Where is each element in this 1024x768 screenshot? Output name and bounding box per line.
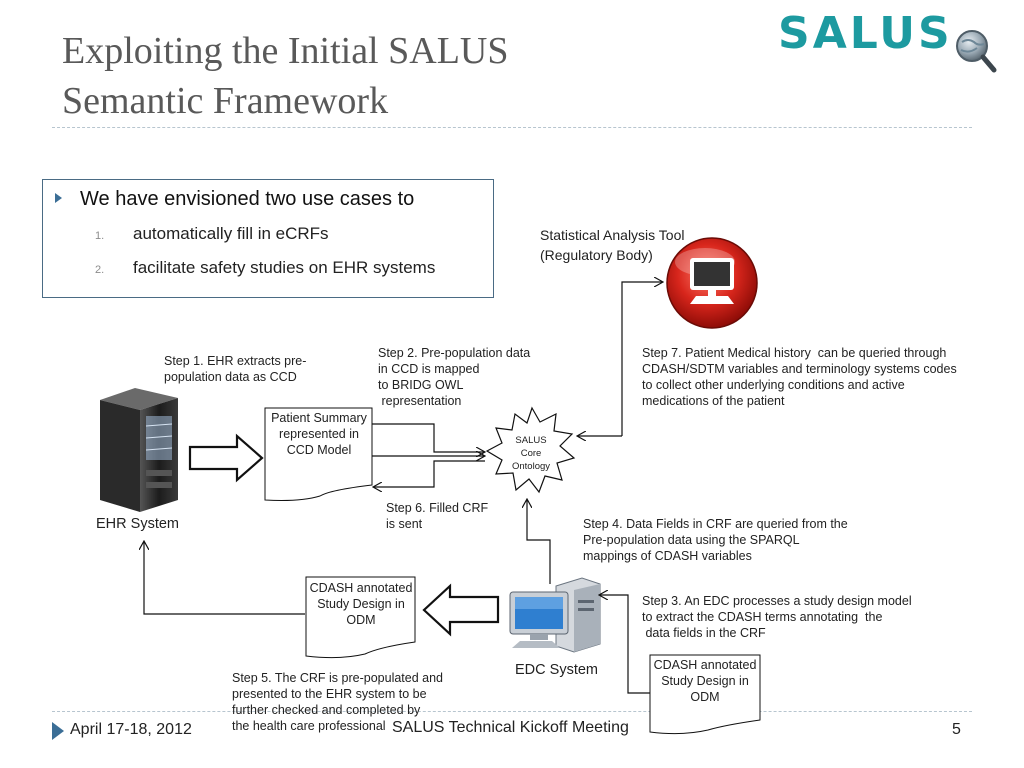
step3-line: to extract the CDASH terms annotating th… [642,610,883,624]
stat-tool-body: (Regulatory Body) [540,247,653,263]
slide-title: Exploiting the Initial SALUS Semantic Fr… [62,26,702,126]
patient-summary-line: Patient Summary [271,411,367,425]
step2-line: representation [378,394,462,408]
cdash-doc-right-line: Study Design in [661,674,749,688]
cdash-doc-left: CDASH annotated Study Design in ODM [307,580,415,628]
step6-line: is sent [386,517,423,531]
monitor-red-circle-icon [666,237,758,329]
cdash-doc-right: CDASH annotated Study Design in ODM [651,657,759,705]
title-line-1: Exploiting the Initial SALUS [62,30,509,72]
globe-magnifier-icon [956,30,997,73]
footer-triangle-icon [52,722,64,740]
ontology-line: Ontology [511,461,551,472]
step3-label: Step 3. An EDC processes a study design … [642,593,912,641]
step5-line: further checked and completed by [232,703,421,717]
bullet-sub-text: automatically fill in eCRFs [133,224,329,243]
title-divider [52,127,972,128]
step6-line: Step 6. Filled CRF [386,501,489,515]
step5-line: Step 5. The CRF is pre-populated and [232,671,444,685]
footer-date: April 17-18, 2012 [70,721,192,738]
computer-icon [509,577,601,653]
step3-line: data fields in the CRF [642,626,766,640]
ontology-starburst-shape [485,406,576,494]
ontology-line: Core [520,448,542,459]
ontology-line: SALUS [515,435,547,446]
hollow-arrow-right-icon [188,433,264,483]
bullet-sub-item: 1. automatically fill in eCRFs [95,224,329,244]
hollow-arrow-left-icon [422,583,500,637]
step7-label: Step 7. Patient Medical history can be q… [642,345,957,409]
step7-line: medications of the patient [642,394,785,408]
footer-divider [52,711,972,712]
ontology-label: SALUS Core Ontology [503,434,559,473]
step4-line: Step 4. Data Fields in CRF are queried f… [583,517,848,531]
step2-line: in CCD is mapped [378,362,480,376]
title-line-2: Semantic Framework [62,80,389,122]
step1-line: population data as CCD [164,370,297,384]
step3-line: Step 3. An EDC processes a study design … [642,594,912,608]
edc-system-label: EDC System [515,662,598,678]
bullet-sub-text: facilitate safety studies on EHR systems [133,258,436,277]
patient-summary-line: represented in [279,427,359,441]
step1-line: Step 1. EHR extracts pre- [164,354,307,368]
step2-line: Step 2. Pre-population data [378,346,531,360]
patient-summary-line: CCD Model [286,443,352,457]
cdash-doc-right-shape [649,654,761,735]
step5-label: Step 5. The CRF is pre-populated and pre… [232,670,443,734]
step2-line: to BRIDG OWL [378,378,464,392]
stat-tool-label: Statistical Analysis Tool (Regulatory Bo… [540,225,684,265]
bullet-main-text: We have envisioned two use cases to [80,188,415,210]
cdash-doc-left-line: ODM [346,613,376,627]
server-icon [100,388,178,512]
cdash-doc-left-line: CDASH annotated [309,581,413,595]
patient-summary-doc: Patient Summary represented in CCD Model [266,410,372,458]
step7-line: Step 7. Patient Medical history can be q… [642,346,947,360]
patient-summary-doc-shape [264,407,373,501]
footer-event: SALUS Technical Kickoff Meeting [390,719,631,737]
step2-label: Step 2. Pre-population data in CCD is ma… [378,345,530,409]
stat-tool-name: Statistical Analysis Tool [540,227,685,243]
cdash-doc-right-line: ODM [690,690,720,704]
bullet-main: We have envisioned two use cases to [55,188,414,211]
bullet-box: We have envisioned two use cases to 1. au… [42,179,494,298]
bullet-triangle-icon [55,192,62,203]
step4-line: mappings of CDASH variables [583,549,752,563]
cdash-doc-left-line: Study Design in [317,597,405,611]
step5-line: presented to the EHR system to be [232,687,427,701]
step1-label: Step 1. EHR extracts pre- population dat… [164,353,306,385]
cdash-doc-left-shape [305,576,416,659]
salus-logo: SALUS [778,8,953,59]
footer-page-number: 5 [952,721,961,738]
step7-line: to collect other underlying conditions a… [642,378,905,392]
step5-line: the health care professional [232,719,386,733]
step6-label: Step 6. Filled CRF is sent [386,500,488,532]
step4-label: Step 4. Data Fields in CRF are queried f… [583,516,848,564]
step4-line: Pre-population data using the SPARQL [583,533,800,547]
cdash-doc-right-line: CDASH annotated [653,658,757,672]
bullet-sub-item: 2. facilitate safety studies on EHR syste… [95,258,435,278]
bullet-sub-number: 1. [95,230,105,242]
ehr-system-label: EHR System [96,516,179,532]
bullet-sub-number: 2. [95,264,105,276]
step7-line: CDASH/SDTM variables and terminology sys… [642,362,957,376]
